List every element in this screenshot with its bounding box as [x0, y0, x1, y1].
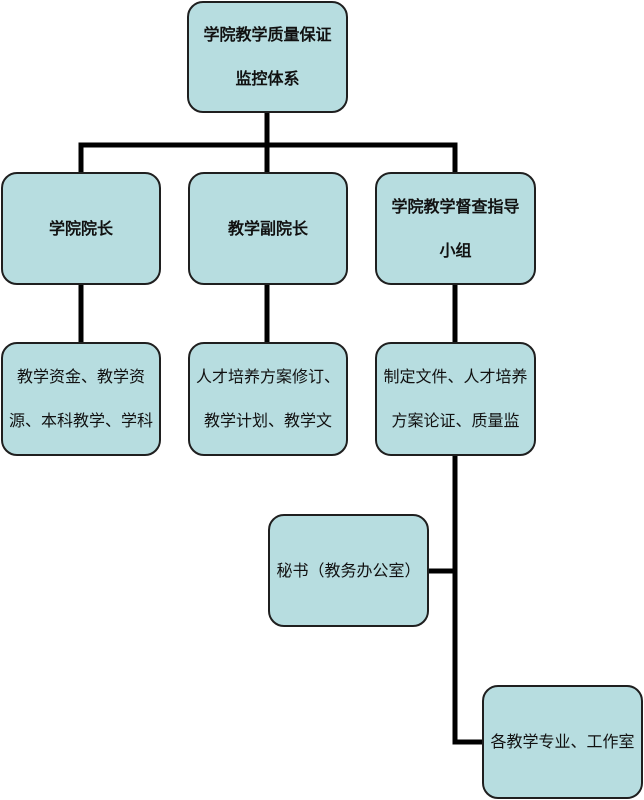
- supervision-label-line-1: 学院教学督查指导: [391, 196, 520, 216]
- node-dean-duties: 教学资金、教学资 源、本科教学、学科: [1, 342, 161, 456]
- vice-duties-line-1: 人才培养方案修订、: [195, 367, 340, 386]
- sup-duties-line-2: 方案论证、质量监: [391, 411, 520, 430]
- node-secretary-office: 秘书（教务办公室）: [268, 514, 429, 627]
- sup-duties-line-1: 制定文件、人才培养: [383, 367, 528, 386]
- dean-duties-line-1: 教学资金、教学资: [16, 367, 145, 386]
- supervision-label-line-2: 小组: [439, 240, 472, 260]
- root-node-quality-system: 学院教学质量保证 监控体系: [187, 1, 348, 113]
- dean-duties-line-2: 源、本科教学、学科: [8, 411, 153, 430]
- vice-dean-label: 教学副院长: [227, 218, 308, 238]
- dean-label: 学院院长: [48, 218, 113, 238]
- root-title-line-1: 学院教学质量保证: [203, 25, 332, 44]
- secretary-label: 秘书（教务办公室）: [276, 560, 421, 580]
- majors-label: 各教学专业、工作室: [490, 732, 635, 751]
- root-title-line-2: 监控体系: [235, 69, 300, 88]
- node-vice-dean-duties: 人才培养方案修订、 教学计划、教学文: [188, 342, 348, 456]
- node-vice-dean: 教学副院长: [188, 172, 348, 285]
- node-supervision-group: 学院教学督查指导 小组: [375, 172, 536, 285]
- node-dean: 学院院长: [1, 172, 161, 285]
- node-supervision-duties: 制定文件、人才培养 方案论证、质量监: [375, 342, 536, 456]
- node-majors-studios: 各教学专业、工作室: [482, 685, 643, 799]
- vice-duties-line-2: 教学计划、教学文: [203, 411, 332, 430]
